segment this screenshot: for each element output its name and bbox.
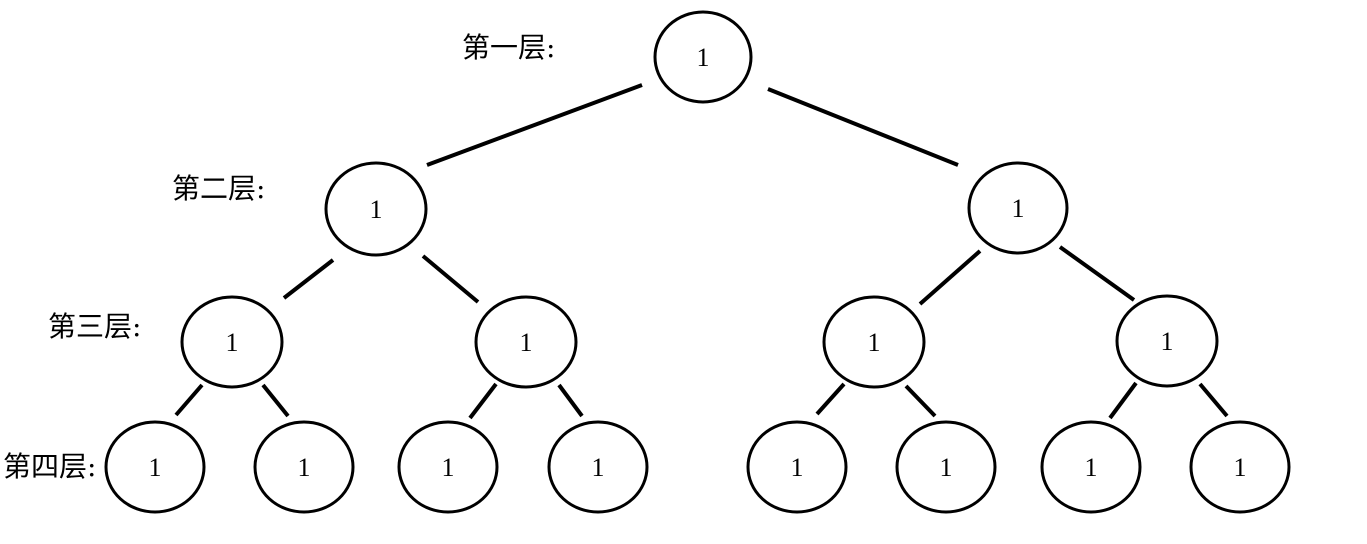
tree-node: 1	[324, 161, 428, 257]
tree-node: 1	[822, 295, 926, 389]
tree-node: 1	[180, 295, 284, 389]
tree-node: 1	[1189, 420, 1291, 514]
tree-node: 1	[547, 420, 649, 514]
edge-l3b-l4d	[557, 383, 584, 418]
node-value: 1	[298, 453, 311, 482]
tree-node: 1	[967, 161, 1069, 255]
edge-l2b-l3c	[918, 249, 982, 306]
tree-node: 1	[474, 295, 578, 389]
node-value: 1	[1161, 327, 1174, 356]
level-label-2: 第二层:	[172, 172, 265, 205]
edge-l3d-l4h	[1198, 382, 1229, 418]
edge-l3a-l4b	[261, 383, 290, 418]
node-value: 1	[1234, 453, 1247, 482]
edge-root-left	[426, 83, 643, 167]
node-value: 1	[697, 43, 710, 72]
edge-l3b-l4c	[468, 382, 498, 420]
edge-l3c-l4f	[904, 384, 937, 418]
tree-node: 1	[1115, 294, 1219, 388]
edge-root-right	[767, 87, 959, 167]
edge-l3a-l4a	[174, 383, 204, 417]
node-value: 1	[149, 453, 162, 482]
node-value: 1	[226, 328, 239, 357]
level-label-4: 第四层:	[3, 450, 96, 483]
tree-node: 1	[104, 420, 206, 514]
tree-node: 1	[253, 420, 355, 514]
tree-node: 1	[397, 420, 499, 514]
tree-node: 1	[1040, 420, 1142, 514]
node-value: 1	[370, 195, 383, 224]
edge-l2b-l3d	[1058, 245, 1136, 302]
node-value: 1	[791, 453, 804, 482]
edge-l3d-l4g	[1108, 381, 1138, 420]
node-value: 1	[940, 453, 953, 482]
node-value: 1	[592, 453, 605, 482]
node-value: 1	[1012, 194, 1025, 223]
node-value: 1	[1085, 453, 1098, 482]
level-label-3: 第三层:	[48, 310, 141, 343]
tree-node: 1	[746, 420, 848, 514]
edge-l2a-l3a	[282, 258, 335, 300]
node-value: 1	[868, 328, 881, 357]
node-value: 1	[442, 453, 455, 482]
tree-node: 1	[895, 420, 997, 514]
tree-node: 1	[653, 10, 753, 104]
edge-l3c-l4e	[815, 382, 846, 416]
node-value: 1	[520, 328, 533, 357]
level-label-1: 第一层:	[462, 31, 555, 64]
edge-l2a-l3b	[421, 254, 480, 304]
